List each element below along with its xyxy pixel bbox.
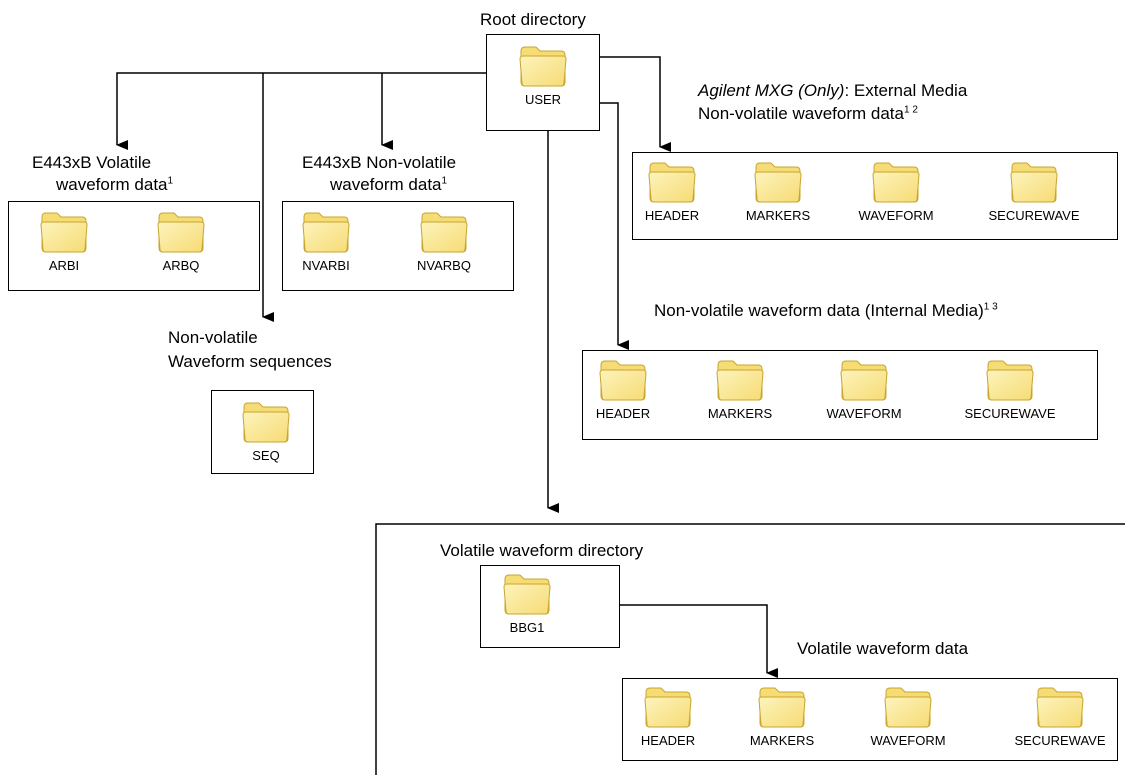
folder-markers-external[interactable]: MARKERS <box>746 158 810 242</box>
external-media-title-line2: Non-volatile waveform data1 2 <box>698 104 918 123</box>
folder-label: ARBI <box>48 258 80 273</box>
root-directory-label: Root directory <box>480 10 586 29</box>
e443xb-nonvolatile-title-line1: E443xB Non-volatile <box>302 153 457 172</box>
folder-arbi[interactable]: ARBI <box>34 208 94 292</box>
footnote-ref: 1 <box>167 175 174 187</box>
folder-label: WAVEFORM <box>870 733 946 748</box>
e443xb-nonvolatile-title-line2: waveform data1 <box>330 175 448 194</box>
footnote-ref: 1 <box>441 175 448 187</box>
sequences-title-line1: Non-volatile <box>168 328 258 347</box>
folder-seq[interactable]: SEQ <box>236 398 296 482</box>
folder-label: NVARBI <box>302 258 350 273</box>
folder-bbg1[interactable]: BBG1 <box>497 570 557 654</box>
footnote-ref: 1 3 <box>983 301 998 313</box>
e443xb-volatile-box <box>8 201 260 291</box>
folder-header-internal[interactable]: HEADER <box>593 356 653 440</box>
folder-markers-volatile[interactable]: MARKERS <box>750 683 814 767</box>
e443xb-volatile-title-line2: waveform data1 <box>56 175 174 194</box>
sequences-title-line2: Waveform sequences <box>168 352 332 371</box>
sequences-box <box>211 390 314 474</box>
volatile-directory-label: Volatile waveform directory <box>440 541 644 560</box>
folder-icon <box>716 360 764 401</box>
folder-icon <box>157 212 205 253</box>
folder-label: SEQ <box>252 448 280 463</box>
internal-media-box <box>582 350 1098 440</box>
e443xb-volatile-title-line1: E443xB Volatile <box>32 153 152 172</box>
folder-label: USER <box>524 92 562 107</box>
folder-securewave-internal[interactable]: SECUREWAVE <box>964 356 1056 440</box>
folder-icon <box>242 402 290 443</box>
folder-waveform-external[interactable]: WAVEFORM <box>858 158 934 242</box>
folder-waveform-internal[interactable]: WAVEFORM <box>826 356 902 440</box>
folder-icon <box>758 687 806 728</box>
folder-icon <box>840 360 888 401</box>
folder-label: SECUREWAVE <box>1014 733 1106 748</box>
volatile-data-title: Volatile waveform data <box>797 639 969 658</box>
folder-header-volatile[interactable]: HEADER <box>638 683 698 767</box>
folder-securewave-external[interactable]: SECUREWAVE <box>988 158 1080 242</box>
folder-label: MARKERS <box>707 406 773 421</box>
footnote-ref: 1 2 <box>903 104 918 116</box>
volatile-directory-box <box>480 565 620 648</box>
folder-icon <box>599 360 647 401</box>
folder-nvarbq[interactable]: NVARBQ <box>414 208 474 292</box>
folder-label: BBG1 <box>509 620 545 635</box>
folder-label: MARKERS <box>745 208 811 223</box>
folder-label: SECUREWAVE <box>964 406 1056 421</box>
volatile-data-box <box>622 678 1118 761</box>
folder-label: WAVEFORM <box>826 406 902 421</box>
folder-user[interactable]: USER <box>513 42 573 126</box>
internal-media-title: Non-volatile waveform data (Internal Med… <box>654 301 998 320</box>
folder-header-external[interactable]: HEADER <box>642 158 702 242</box>
e443xb-nonvolatile-box <box>282 201 514 291</box>
folder-label: HEADER <box>640 733 696 748</box>
folder-icon <box>884 687 932 728</box>
folder-markers-internal[interactable]: MARKERS <box>708 356 772 440</box>
folder-icon <box>1010 162 1058 203</box>
root-box <box>486 34 600 131</box>
folder-icon <box>302 212 350 253</box>
folder-icon <box>420 212 468 253</box>
folder-label: MARKERS <box>749 733 815 748</box>
folder-icon <box>872 162 920 203</box>
external-media-box <box>632 152 1118 240</box>
folder-icon <box>986 360 1034 401</box>
folder-icon <box>754 162 802 203</box>
folder-icon <box>648 162 696 203</box>
folder-icon <box>519 46 567 87</box>
folder-arbq[interactable]: ARBQ <box>151 208 211 292</box>
folder-icon <box>503 574 551 615</box>
external-media-title-line1: Agilent MXG (Only): External Media <box>698 81 968 100</box>
folder-securewave-volatile[interactable]: SECUREWAVE <box>1014 683 1106 767</box>
folder-label: HEADER <box>644 208 700 223</box>
folder-label: HEADER <box>595 406 651 421</box>
folder-icon <box>40 212 88 253</box>
folder-nvarbi[interactable]: NVARBI <box>296 208 356 292</box>
folder-label: SECUREWAVE <box>988 208 1080 223</box>
folder-label: WAVEFORM <box>858 208 934 223</box>
folder-icon <box>1036 687 1084 728</box>
folder-icon <box>644 687 692 728</box>
folder-label: NVARBQ <box>417 258 471 273</box>
folder-waveform-volatile[interactable]: WAVEFORM <box>870 683 946 767</box>
folder-label: ARBQ <box>162 258 200 273</box>
